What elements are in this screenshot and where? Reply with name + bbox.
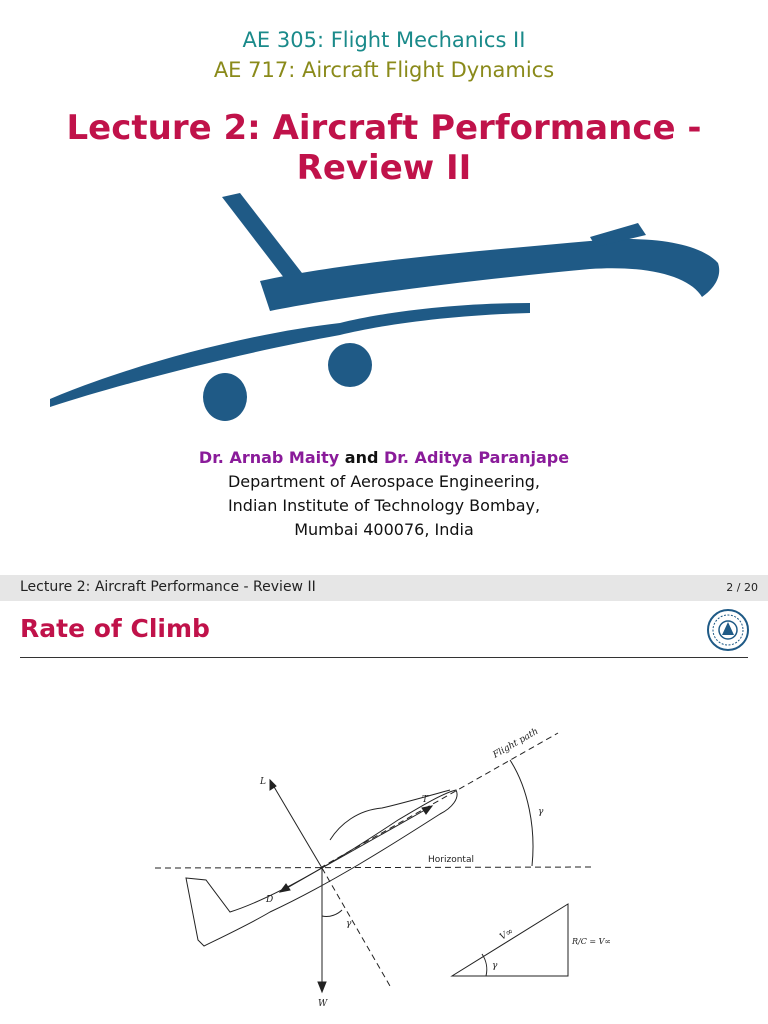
rate-of-climb-diagram: Flight path Horizontal L T D W γ γ γ V∞ … (154, 728, 610, 1009)
page-number: 2 / 20 (726, 581, 758, 594)
lecture-title: Lecture 2: Aircraft Performance - Review… (66, 108, 702, 188)
label-v-infinity: V∞ (498, 927, 515, 943)
label-rate-of-climb: R/C = V∞ sin γ (571, 937, 610, 946)
author-1: Dr. Arnab Maity (198, 448, 340, 467)
label-flight-path: Flight path (491, 728, 541, 761)
label-gamma-weight: γ (346, 919, 352, 929)
label-drag: D (265, 895, 273, 905)
institute: Indian Institute of Technology Bombay, (227, 496, 541, 515)
header-lecture-title: Lecture 2: Aircraft Performance - Review… (20, 579, 316, 595)
course-line-1: AE 305: Flight Mechanics II (242, 28, 526, 52)
label-weight: W (318, 999, 328, 1009)
authors-block: Dr. Arnab Maity and Dr. Aditya Paranjape… (0, 446, 768, 542)
iit-bombay-seal-icon (707, 609, 749, 651)
slide-header-bar: Lecture 2: Aircraft Performance - Review… (0, 575, 768, 601)
label-horizontal: Horizontal (428, 855, 474, 865)
city: Mumbai 400076, India (294, 520, 474, 539)
label-gamma-path: γ (538, 807, 544, 817)
label-lift: L (259, 777, 266, 787)
course-line-2: AE 717: Aircraft Flight Dynamics (213, 58, 555, 82)
title-slide: AE 305: Flight Mechanics II AE 717: Airc… (0, 28, 768, 542)
author-conjunction: and (344, 448, 379, 467)
slide-title: Rate of Climb (20, 614, 210, 643)
airplane-illustration (50, 193, 720, 421)
label-gamma-triangle: γ (492, 961, 498, 971)
author-2: Dr. Aditya Paranjape (384, 448, 570, 467)
department: Department of Aerospace Engineering, (227, 472, 541, 491)
label-thrust: T (422, 795, 429, 805)
title-divider (20, 657, 748, 658)
